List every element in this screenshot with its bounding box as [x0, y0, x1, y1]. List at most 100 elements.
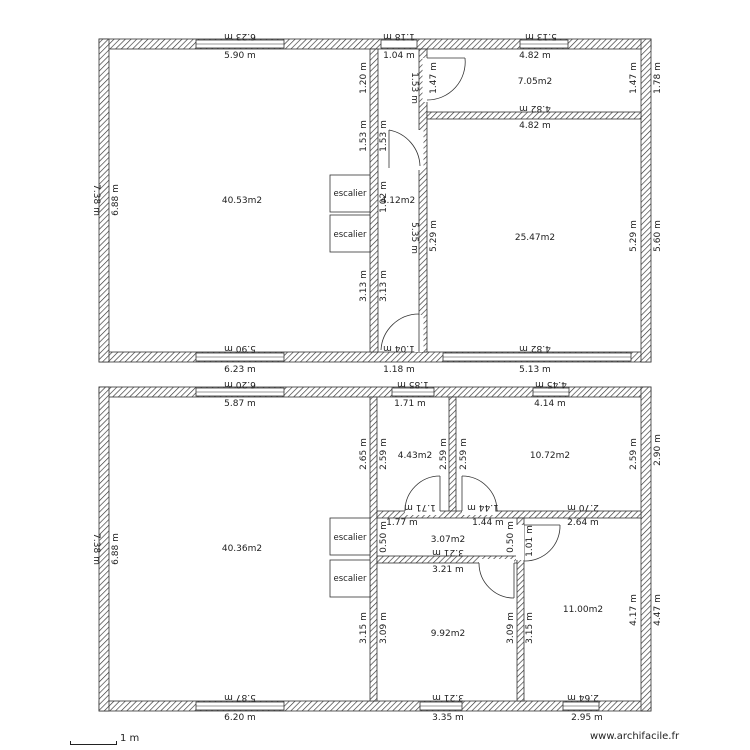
dimension-label: 4.82 m — [519, 343, 551, 353]
door — [422, 57, 466, 102]
room-area: 40.36m2 — [222, 544, 262, 554]
dimension-label: 4.17 m — [629, 594, 639, 626]
stair — [329, 517, 371, 556]
dimension-label: 6.20 m — [224, 379, 256, 389]
dimension-label: 6.20 m — [224, 713, 256, 723]
dimension-label: 1.78 m — [653, 62, 663, 94]
dimension-label: 2.64 m — [567, 518, 599, 528]
door — [461, 475, 498, 515]
dimension-label: 1.85 m — [397, 379, 429, 389]
dimension-label: 3.21 m — [432, 547, 464, 557]
dimension-label: 1.04 m — [383, 51, 415, 61]
dimension-label: 0.50 m — [506, 521, 516, 553]
wall — [516, 517, 525, 702]
dimension-label: 1.18 m — [383, 365, 415, 375]
dimension-label: 3.13 m — [379, 270, 389, 302]
dimension-label: 6.88 m — [111, 184, 121, 216]
wall — [369, 396, 378, 702]
door — [404, 475, 441, 515]
dimension-label: 4.47 m — [653, 594, 663, 626]
dimension-label: 1.20 m — [359, 62, 369, 94]
stair — [329, 214, 371, 253]
room-area: 11.00m2 — [563, 605, 603, 615]
stair-label: escalier — [334, 533, 367, 543]
window — [380, 39, 418, 49]
dimension-label: 2.59 m — [629, 438, 639, 470]
dimension-label: 7.38 m — [91, 533, 101, 565]
room-area: 9.92m2 — [431, 629, 466, 639]
plan-bottom: escalier escalier 40.36m2 4.43m2 10.72m2… — [91, 379, 663, 723]
dimension-label: 4.82 m — [519, 121, 551, 131]
stair-label: escalier — [334, 230, 367, 240]
dimension-label: 3.13 m — [359, 270, 369, 302]
door — [516, 524, 561, 562]
dimension-label: 3.09 m — [379, 612, 389, 644]
dimension-label: 4.82 m — [519, 51, 551, 61]
dimension-label: 1.47 m — [429, 62, 439, 94]
dimension-label: 1.44 m — [467, 502, 499, 512]
wall — [448, 396, 457, 514]
room-area: 40.53m2 — [222, 196, 262, 206]
wall — [98, 386, 110, 712]
dimension-label: 1.53 m — [359, 120, 369, 152]
dimension-label: 2.90 m — [653, 434, 663, 466]
dimension-label: 3.35 m — [432, 713, 464, 723]
door — [380, 313, 424, 352]
dimension-label: 1.53 m — [409, 72, 419, 104]
dimension-label: 2.70 m — [567, 502, 599, 512]
dimension-label: 4.14 m — [534, 399, 566, 409]
door — [478, 559, 515, 599]
dimension-label: 5.13 m — [519, 365, 551, 375]
dimension-label: 5.29 m — [429, 220, 439, 252]
dimension-label: 1.71 m — [394, 399, 426, 409]
dimension-label: 4.45 m — [535, 379, 567, 389]
room-area: 3.07m2 — [431, 535, 466, 545]
room-area: 4.43m2 — [398, 451, 433, 461]
dimension-label: 6.23 m — [224, 31, 256, 41]
dimension-label: 3.15 m — [359, 612, 369, 644]
dimension-label: 5.60 m — [653, 220, 663, 252]
wall — [376, 510, 642, 519]
wall — [640, 38, 652, 363]
dimension-label: 3.21 m — [432, 692, 464, 702]
watermark: www.archifacile.fr — [590, 731, 680, 742]
scale-bar — [70, 741, 117, 745]
dimension-label: 1.77 m — [386, 518, 418, 528]
dimension-label: 3.09 m — [506, 612, 516, 644]
dimension-label: 1.53 m — [379, 120, 389, 152]
dimension-label: 6.88 m — [111, 533, 121, 565]
room-area: 7.05m2 — [518, 77, 553, 87]
plan-top: escalier escalier 40.53m2 4.12m2 7.05m2 … — [91, 31, 663, 375]
dimension-label: 7.38 m — [91, 184, 101, 216]
wall — [640, 386, 652, 712]
dimension-label: 5.35 m — [409, 222, 419, 254]
door — [388, 129, 424, 170]
dimension-label: 5.87 m — [224, 692, 256, 702]
room-area: 25.47m2 — [515, 233, 555, 243]
dimension-label: 3.15 m — [525, 612, 535, 644]
scale-label: 1 m — [120, 733, 140, 744]
stair — [329, 174, 371, 213]
stair-label: escalier — [334, 189, 367, 199]
dimension-label: 1.01 m — [525, 525, 535, 557]
dimension-label: 6.23 m — [224, 365, 256, 375]
wall — [98, 38, 110, 363]
wall — [369, 48, 379, 353]
stair-label: escalier — [334, 574, 367, 584]
dimension-label: 5.13 m — [525, 31, 557, 41]
room-area: 10.72m2 — [530, 451, 570, 461]
dimension-label: 2.59 m — [379, 438, 389, 470]
dimension-label: 0.50 m — [379, 521, 389, 553]
dimension-label: 5.90 m — [224, 51, 256, 61]
dimension-label: 1.71 m — [404, 502, 436, 512]
dimension-label: 2.64 m — [567, 692, 599, 702]
dimension-label: 5.29 m — [629, 220, 639, 252]
dimension-label: 1.02 m — [379, 181, 389, 213]
dimension-label: 1.18 m — [383, 31, 415, 41]
dimension-label: 2.59 m — [459, 438, 469, 470]
dimension-label: 1.04 m — [383, 343, 415, 353]
dimension-label: 2.59 m — [439, 438, 449, 470]
dimension-label: 1.47 m — [629, 62, 639, 94]
dimension-label: 5.87 m — [224, 399, 256, 409]
